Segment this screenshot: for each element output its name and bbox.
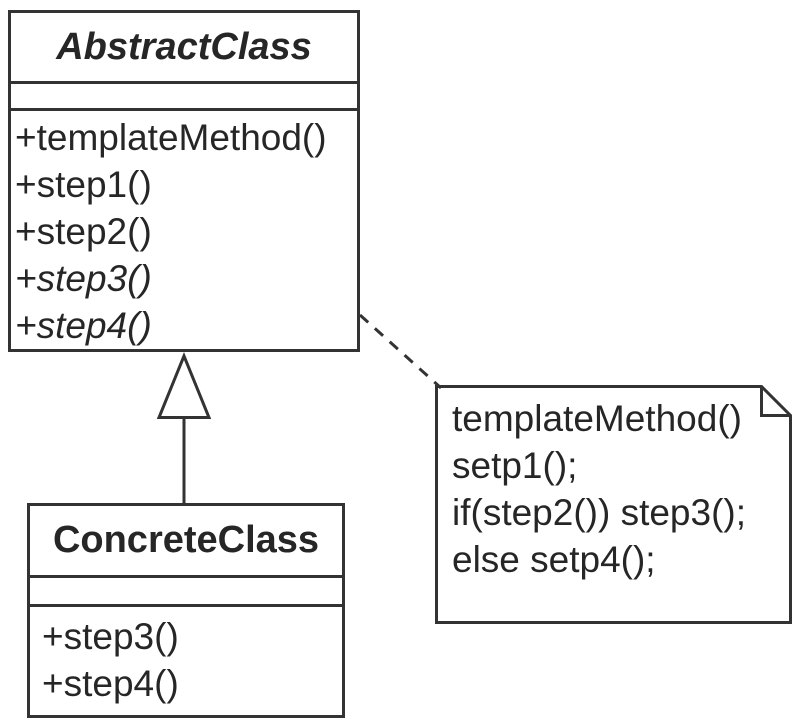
concrete-class-attributes-compartment xyxy=(30,578,342,607)
generalization-triangle-icon xyxy=(156,352,212,419)
method-label-abstract: +step4() xyxy=(15,305,152,346)
abstract-class-box: AbstractClass +templateMethod() +step1()… xyxy=(8,10,360,352)
concrete-class-methods-compartment: +step3() +step4() xyxy=(30,607,342,707)
method-label: +step1() xyxy=(15,164,152,205)
method-label: +step3() xyxy=(42,616,179,657)
method-label: +step2() xyxy=(15,211,152,252)
method-label: +templateMethod() xyxy=(15,117,327,158)
note-anchor-dashed-line xyxy=(358,313,443,390)
abstract-class-attributes-compartment xyxy=(11,84,357,111)
note-text: templateMethod() setp1(); if(step2()) st… xyxy=(435,385,793,583)
method-label: +step4() xyxy=(42,663,179,704)
note-line: templateMethod() xyxy=(452,398,742,439)
concrete-class-title: ConcreteClass xyxy=(30,506,342,578)
abstract-class-methods-compartment: +templateMethod() +step1() +step2() +ste… xyxy=(11,111,357,349)
note-shape xyxy=(435,385,792,624)
note-line: else setp4(); xyxy=(452,539,656,580)
note-line: if(step2()) step3(); xyxy=(452,492,747,533)
note-fold-icon xyxy=(760,386,791,417)
concrete-class-box: ConcreteClass +step3() +step4() xyxy=(27,503,345,718)
abstract-class-title: AbstractClass xyxy=(11,13,357,84)
note-line: setp1(); xyxy=(452,445,578,486)
method-label-abstract: +step3() xyxy=(15,258,152,299)
